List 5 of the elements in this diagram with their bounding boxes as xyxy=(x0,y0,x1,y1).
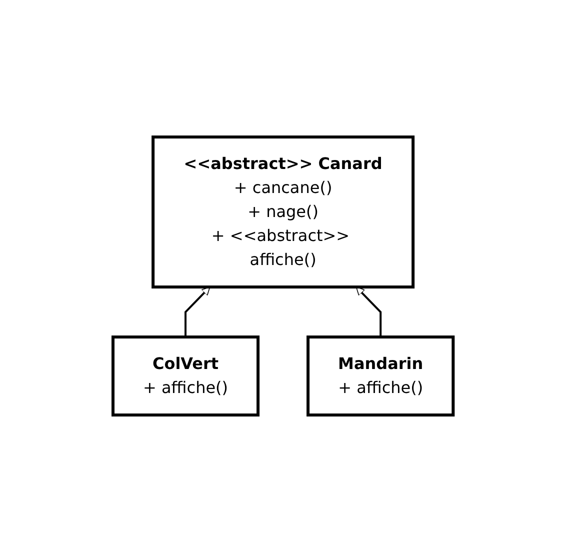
arrow xyxy=(356,286,382,336)
node-box: ColVert + affiche() xyxy=(111,335,260,416)
node-box: <<abstract>> Canard + cancane() + nage() + <<abstract>> affiche() xyxy=(151,135,414,288)
arrow xyxy=(184,286,210,336)
node-box: Mandarin + affiche() xyxy=(306,335,455,416)
